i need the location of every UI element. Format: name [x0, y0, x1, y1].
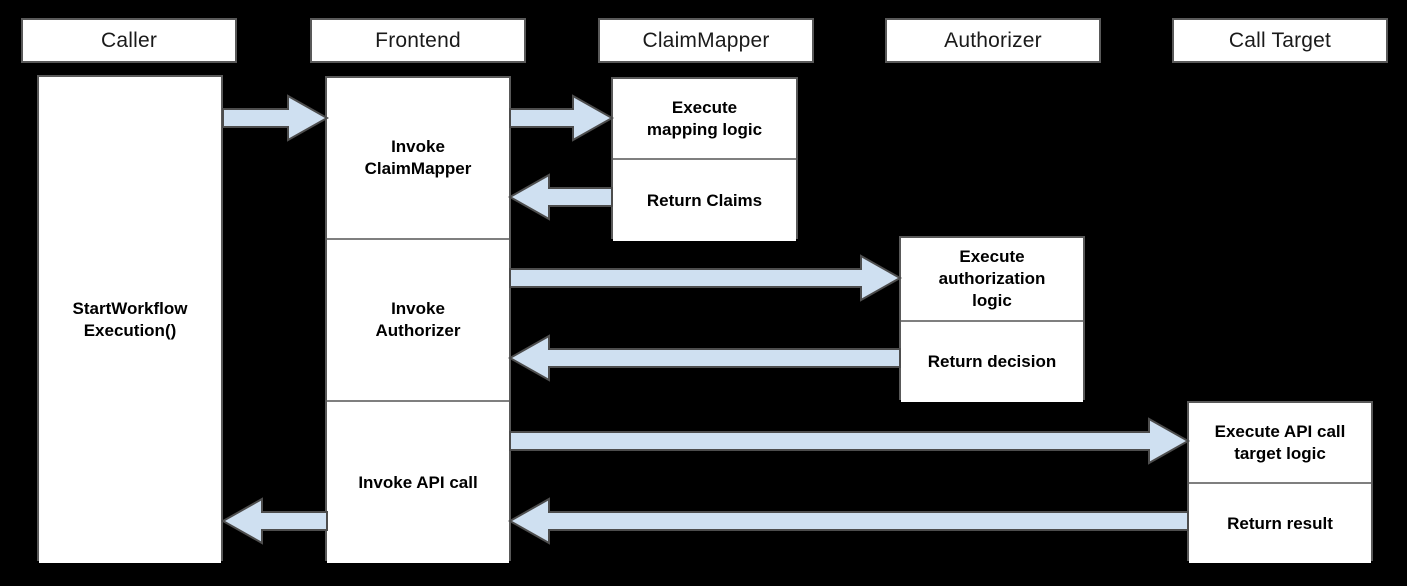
activation-claimmapper: Execute mapping logic Return Claims — [611, 77, 798, 241]
lifeline-header-caller-label: Caller — [100, 28, 158, 52]
lifeline-header-authorizer-label: Authorizer — [944, 28, 1042, 52]
activation-frontend: Invoke ClaimMapper Invoke Authorizer Inv… — [325, 76, 511, 563]
activation-caller-segment-1: StartWorkflow Execution() — [39, 77, 221, 563]
message-arrow-frontend-to-caller — [220, 497, 328, 545]
activation-authorizer-segment-2: Return decision — [901, 320, 1083, 402]
message-arrow-caller-to-frontend — [222, 94, 330, 142]
lifeline-header-claimmapper: ClaimMapper — [598, 18, 814, 63]
lifeline-header-caller: Caller — [21, 18, 237, 63]
activation-frontend-segment-1: Invoke ClaimMapper — [327, 78, 509, 238]
message-arrow-frontend-to-calltarget — [509, 417, 1191, 465]
activation-authorizer-segment-1: Execute authorization logic — [901, 238, 1083, 320]
lifeline-header-authorizer: Authorizer — [885, 18, 1101, 63]
activation-frontend-segment-2: Invoke Authorizer — [327, 238, 509, 400]
activation-calltarget-segment-1: Execute API call target logic — [1189, 403, 1371, 482]
message-arrow-claimmapper-to-frontend — [507, 173, 613, 221]
activation-frontend-segment-3: Invoke API call — [327, 400, 509, 563]
lifeline-header-claimmapper-label: ClaimMapper — [642, 28, 770, 52]
lifeline-header-calltarget-label: Call Target — [1228, 28, 1332, 52]
activation-claimmapper-segment-1: Execute mapping logic — [613, 79, 796, 158]
message-arrow-calltarget-to-frontend — [507, 497, 1189, 545]
message-arrow-frontend-to-authorizer — [509, 254, 903, 302]
message-arrow-authorizer-to-frontend — [507, 334, 901, 382]
lifeline-header-calltarget: Call Target — [1172, 18, 1388, 63]
activation-calltarget-segment-2: Return result — [1189, 482, 1371, 563]
activation-authorizer: Execute authorization logic Return decis… — [899, 236, 1085, 402]
activation-caller: StartWorkflow Execution() — [37, 75, 223, 563]
activation-calltarget: Execute API call target logic Return res… — [1187, 401, 1373, 563]
activation-claimmapper-segment-2: Return Claims — [613, 158, 796, 241]
lifeline-header-frontend-label: Frontend — [375, 28, 461, 52]
lifeline-header-frontend: Frontend — [310, 18, 526, 63]
message-arrow-frontend-to-claimmapper — [509, 94, 615, 142]
